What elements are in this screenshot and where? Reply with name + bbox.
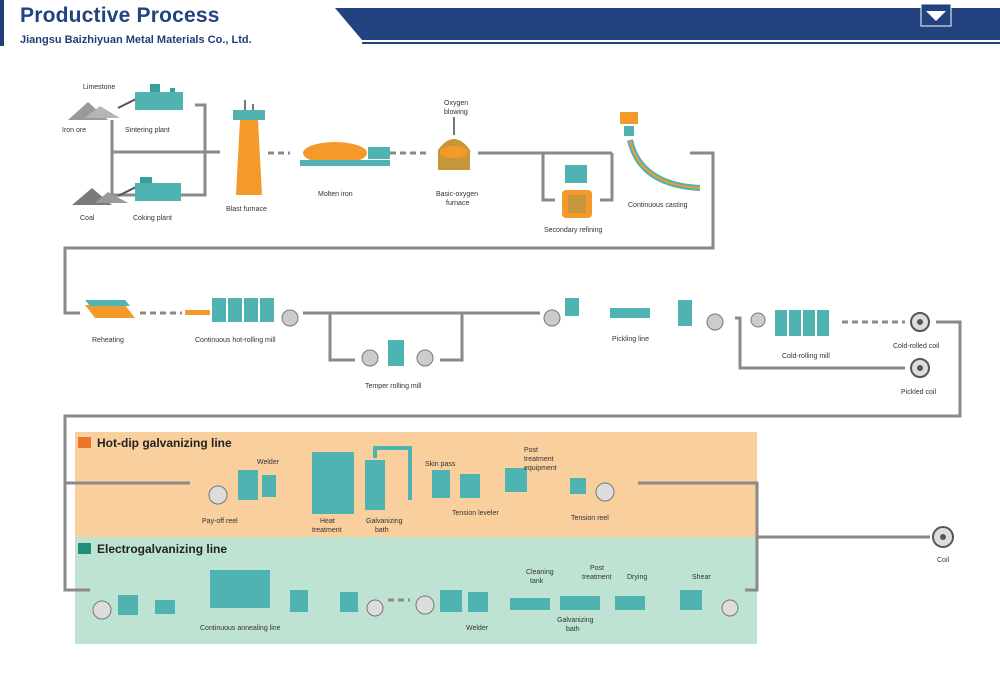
label-skinpass: Skin pass xyxy=(425,461,456,468)
chevron-down-icon[interactable] xyxy=(926,11,946,21)
header-banner xyxy=(335,8,1000,40)
label-pickling: Pickling line xyxy=(612,336,649,343)
label-heat2: treatment xyxy=(312,527,342,534)
section-title-hot-dip: Hot-dip galvanizing line xyxy=(97,436,232,450)
hot-rolling-mill-icon xyxy=(185,298,299,327)
label-coil: Coil xyxy=(937,557,950,564)
label-galv-b1: Galvanizing xyxy=(557,617,594,624)
label-galv1: Galvanizing xyxy=(366,518,403,525)
page-title: Productive Process xyxy=(20,4,220,27)
label-secondary: Secondary refining xyxy=(544,227,602,234)
label-tensionlev: Tension leveler xyxy=(452,510,499,517)
label-shear: Shear xyxy=(692,574,711,581)
label-coking: Coking plant xyxy=(133,215,172,222)
reheating-furnace-icon xyxy=(85,300,135,318)
label-limestone: Limestone xyxy=(83,84,115,91)
label-welder: Welder xyxy=(257,459,280,466)
label-blast: Blast furnace xyxy=(226,206,267,213)
company-name: Jiangsu Baizhiyuan Metal Materials Co., … xyxy=(20,34,252,46)
label-coal: Coal xyxy=(80,215,95,222)
electro-equipment xyxy=(92,570,739,620)
pickling-line-icon xyxy=(543,298,724,331)
label-post2: treatment xyxy=(524,456,554,463)
label-coldcoil: Cold-rolled coil xyxy=(893,343,940,350)
label-hotrolling: Continuous hot-rolling mill xyxy=(195,337,276,344)
section-title-electro: Electrogalvanizing line xyxy=(97,542,227,556)
label-drying: Drying xyxy=(627,574,647,581)
label-heat1: Heat xyxy=(320,518,335,525)
label-coldmill: Cold-rolling mill xyxy=(782,353,830,360)
blast-furnace-icon xyxy=(233,100,265,195)
sintering-plant-icon xyxy=(117,84,183,110)
basic-oxygen-furnace-icon xyxy=(438,117,470,170)
continuous-casting-icon xyxy=(620,112,701,191)
label-galv2: bath xyxy=(375,527,389,534)
electro-marker xyxy=(78,543,91,554)
header-accent-bar xyxy=(0,0,4,46)
cold-rolling-mill-icon xyxy=(750,310,829,336)
flow-lines xyxy=(63,103,962,602)
label-clean1: Cleaning xyxy=(526,569,554,576)
label-bof2: furnace xyxy=(446,200,469,207)
label-pickledcoil: Pickled coil xyxy=(901,389,936,396)
label-oxygen1: Oxygen xyxy=(444,100,468,107)
temper-rolling-mill-icon xyxy=(361,340,434,367)
raw-material-piles xyxy=(68,102,128,205)
hot-dip-marker xyxy=(78,437,91,448)
label-oxygen2: blowing xyxy=(444,109,468,116)
label-post1: Post xyxy=(524,447,538,454)
label-molten: Molten iron xyxy=(318,191,353,198)
label-payoff: Pay-off reel xyxy=(202,518,238,525)
label-annealing: Continuous annealing line xyxy=(200,625,281,632)
label-welder2: Welder xyxy=(466,625,489,632)
label-iron-ore: Iron ore xyxy=(62,127,86,134)
label-galv-b2: bath xyxy=(566,626,580,633)
coil-icons-row2 xyxy=(910,312,930,378)
label-reheating: Reheating xyxy=(92,337,124,344)
label-clean2: tank xyxy=(530,578,544,585)
label-post-b1: Post xyxy=(590,565,604,572)
label-tensionreel: Tension reel xyxy=(571,515,609,522)
coking-plant-icon xyxy=(117,177,181,201)
label-post3: equipment xyxy=(524,465,557,472)
label-bof1: Basic-oxygen xyxy=(436,191,478,198)
label-temper: Temper rolling mill xyxy=(365,383,422,390)
molten-iron-car-icon xyxy=(300,142,390,166)
final-coil-icon xyxy=(932,526,954,548)
secondary-refining-icon xyxy=(562,165,592,218)
electro-section-bg xyxy=(75,537,757,644)
label-casting: Continuous casting xyxy=(628,202,688,209)
label-post-b2: treatment xyxy=(582,574,612,581)
hot-dip-equipment xyxy=(208,446,615,514)
label-sintering: Sintering plant xyxy=(125,127,170,134)
